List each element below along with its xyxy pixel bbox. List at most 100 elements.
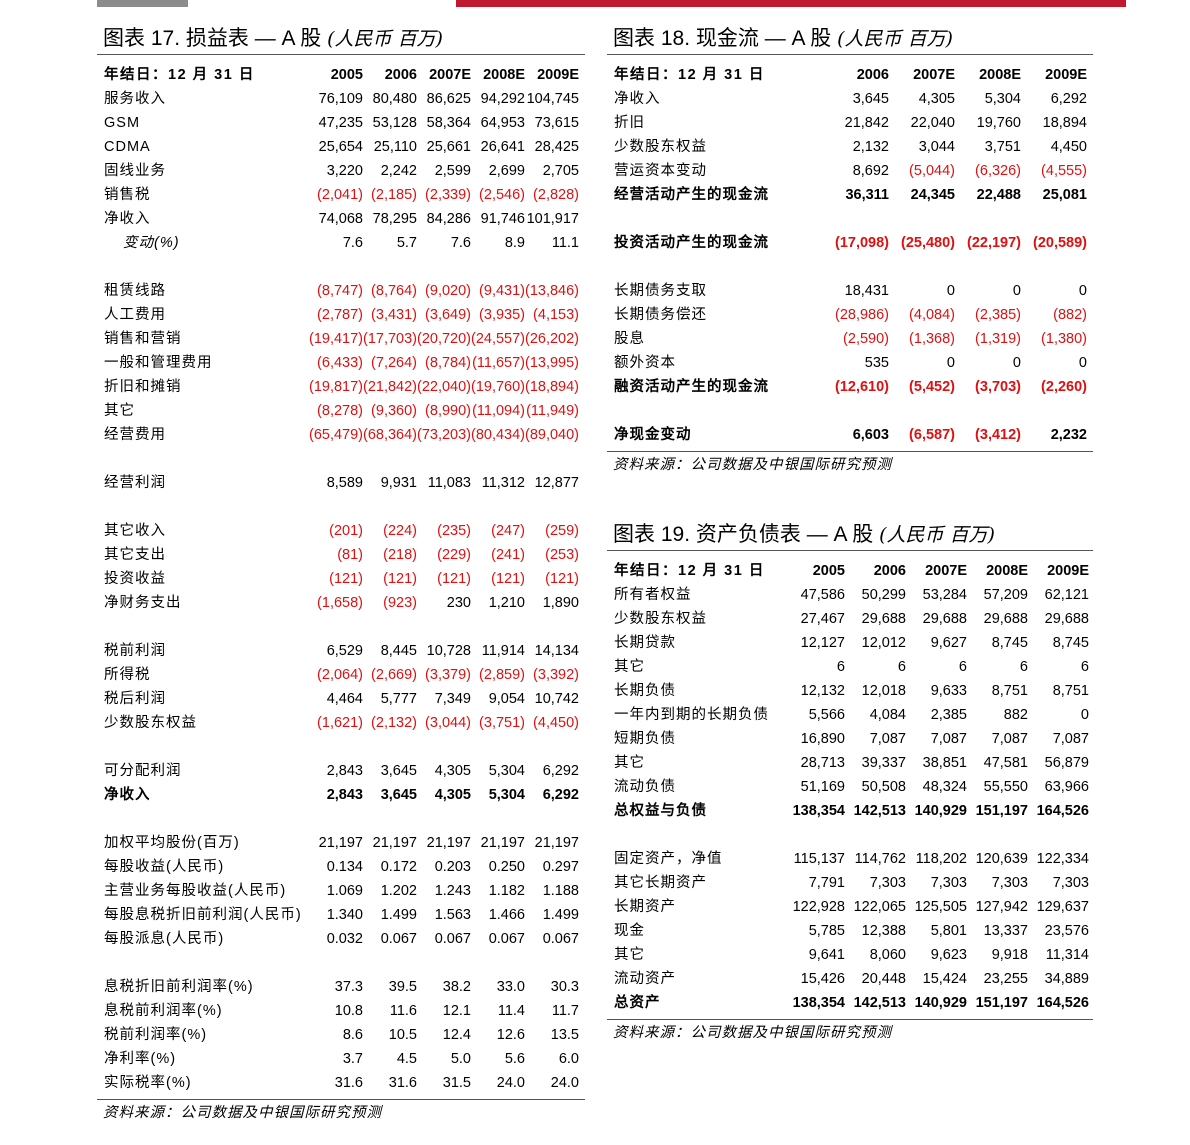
table-cell: 2,599 <box>434 163 471 179</box>
table-cell: 57,209 <box>983 587 1028 603</box>
table-cell: 94,292 <box>480 91 525 107</box>
table-cell: 0.067 <box>380 931 417 947</box>
row-cells: (8,278)(9,360)(8,990)(11,094)(11,949) <box>303 399 585 423</box>
source-note: 资料来源：公司数据及中银国际研究预测 <box>103 1105 382 1121</box>
column-header: 2007E <box>925 563 967 579</box>
table-cell: 0 <box>1012 355 1021 371</box>
table-cell: 6 <box>1080 659 1089 675</box>
row-cells: (2,041)(2,185)(2,339)(2,546)(2,828) <box>303 183 585 207</box>
row-label: 流动资产 <box>614 971 676 987</box>
cash-flow-title: 图表 18. 现金流 — A 股 (人民币 百万) <box>607 24 1093 55</box>
table-cell: 22,488 <box>976 187 1021 203</box>
table-cell: 127,942 <box>975 899 1028 915</box>
table-cell: 4,450 <box>1050 139 1087 155</box>
title-unit: (人民币 百万) <box>327 28 443 50</box>
table-cell: 15,426 <box>800 971 845 987</box>
row-label: 净收入 <box>104 211 151 227</box>
table-cell: 8,751 <box>991 683 1028 699</box>
table-cell: 18,431 <box>844 283 889 299</box>
table-cell: 74,068 <box>318 211 363 227</box>
table-cell: 53,128 <box>372 115 417 131</box>
table-cell: 10.8 <box>334 1003 363 1019</box>
header-label: 年结日：12 月 31 日 <box>614 563 765 579</box>
row-label: 一年内到期的长期负债 <box>614 707 769 723</box>
table-cell: (21,842) <box>363 379 418 395</box>
table-cell: (1,380) <box>1041 331 1087 347</box>
table-cell: 38,851 <box>922 755 967 771</box>
table-cell: 114,762 <box>854 851 906 867</box>
table-cell: 4,305 <box>434 787 471 803</box>
table-cell: 2,705 <box>542 163 579 179</box>
title-unit: (人民币 百万) <box>837 28 953 50</box>
table-cell: 36,311 <box>845 187 889 203</box>
row-label: 经营利润 <box>104 475 166 491</box>
header-accent-red-bar <box>456 0 1126 7</box>
table-cell: (19,817) <box>308 379 363 395</box>
table-cell: 151,197 <box>975 803 1028 819</box>
table-row: 其它收入(201)(224)(235)(247)(259) <box>97 519 585 543</box>
table-cell: 21,842 <box>844 115 889 131</box>
row-cells: (8,747)(8,764)(9,020)(9,431)(13,846) <box>303 279 585 303</box>
table-cell: (68,364) <box>363 427 418 443</box>
row-cells: (121)(121)(121)(121)(121) <box>303 567 585 591</box>
table-cell: 20,448 <box>861 971 906 987</box>
table-cell: 11,312 <box>481 475 525 491</box>
balance-sheet-panel: 图表 19. 资产负债表 — A 股 (人民币 百万) 年结日：12 月 31 … <box>607 520 1093 1046</box>
table-cell: (18,894) <box>525 379 580 395</box>
row-label: 人工费用 <box>104 307 166 323</box>
table-cell: (1,319) <box>975 331 1021 347</box>
table-cell: 3,645 <box>380 787 417 803</box>
table-cell: 33.0 <box>496 979 525 995</box>
table-cell: 18,894 <box>1042 115 1087 131</box>
table-cell: 6 <box>836 659 845 675</box>
table-cell: 56,879 <box>1044 755 1089 771</box>
table-cell: (1,621) <box>317 715 363 731</box>
table-cell: (218) <box>383 547 417 563</box>
table-cell: 8,589 <box>326 475 363 491</box>
table-cell: (923) <box>383 595 417 611</box>
table-cell: 28,425 <box>534 139 579 155</box>
table-cell: 6.0 <box>558 1051 579 1067</box>
table-cell: (2,859) <box>479 667 525 683</box>
table-cell: 142,513 <box>853 803 906 819</box>
table-cell: (6,433) <box>317 355 363 371</box>
table-cell: 12.1 <box>442 1003 471 1019</box>
column-header: 2005 <box>330 67 363 83</box>
row-cells: (2,787)(3,431)(3,649)(3,935)(4,153) <box>303 303 585 327</box>
table-cell: 39.5 <box>388 979 417 995</box>
table-row: 人工费用 (2,787)(3,431)(3,649)(3,935)(4,153) <box>97 303 585 327</box>
table-cell: 5.7 <box>396 235 417 251</box>
table-row: 所得税(2,064)(2,669)(3,379)(2,859)(3,392) <box>97 663 585 687</box>
table-cell: 151,197 <box>975 995 1028 1011</box>
table-cell: 86,625 <box>426 91 471 107</box>
row-label: 短期负债 <box>614 731 676 747</box>
row-cells: (19,417)(17,703)(20,720)(24,557)(26,202) <box>303 327 585 351</box>
table-cell: 15,424 <box>922 971 967 987</box>
table-cell: 22,040 <box>910 115 955 131</box>
table-cell: 122,065 <box>853 899 906 915</box>
table-cell: 8,751 <box>1052 683 1089 699</box>
row-label: CDMA <box>104 139 151 155</box>
table-cell: 7.6 <box>342 235 363 251</box>
row-cells: 8,692(5,044)(6,326)(4,555) <box>809 159 1093 183</box>
table-cell: 7,087 <box>930 731 967 747</box>
table-cell: 13.5 <box>550 1027 579 1043</box>
row-cells: (201)(224)(235)(247)(259) <box>303 519 585 543</box>
table-cell: (121) <box>383 571 417 587</box>
table-cell: 5.0 <box>450 1051 471 1067</box>
row-label: 总权益与负债 <box>614 803 707 819</box>
row-label: 每股收益(人民币) <box>104 859 225 875</box>
table-cell: 1.243 <box>434 883 471 899</box>
table-cell: 7,303 <box>991 875 1028 891</box>
